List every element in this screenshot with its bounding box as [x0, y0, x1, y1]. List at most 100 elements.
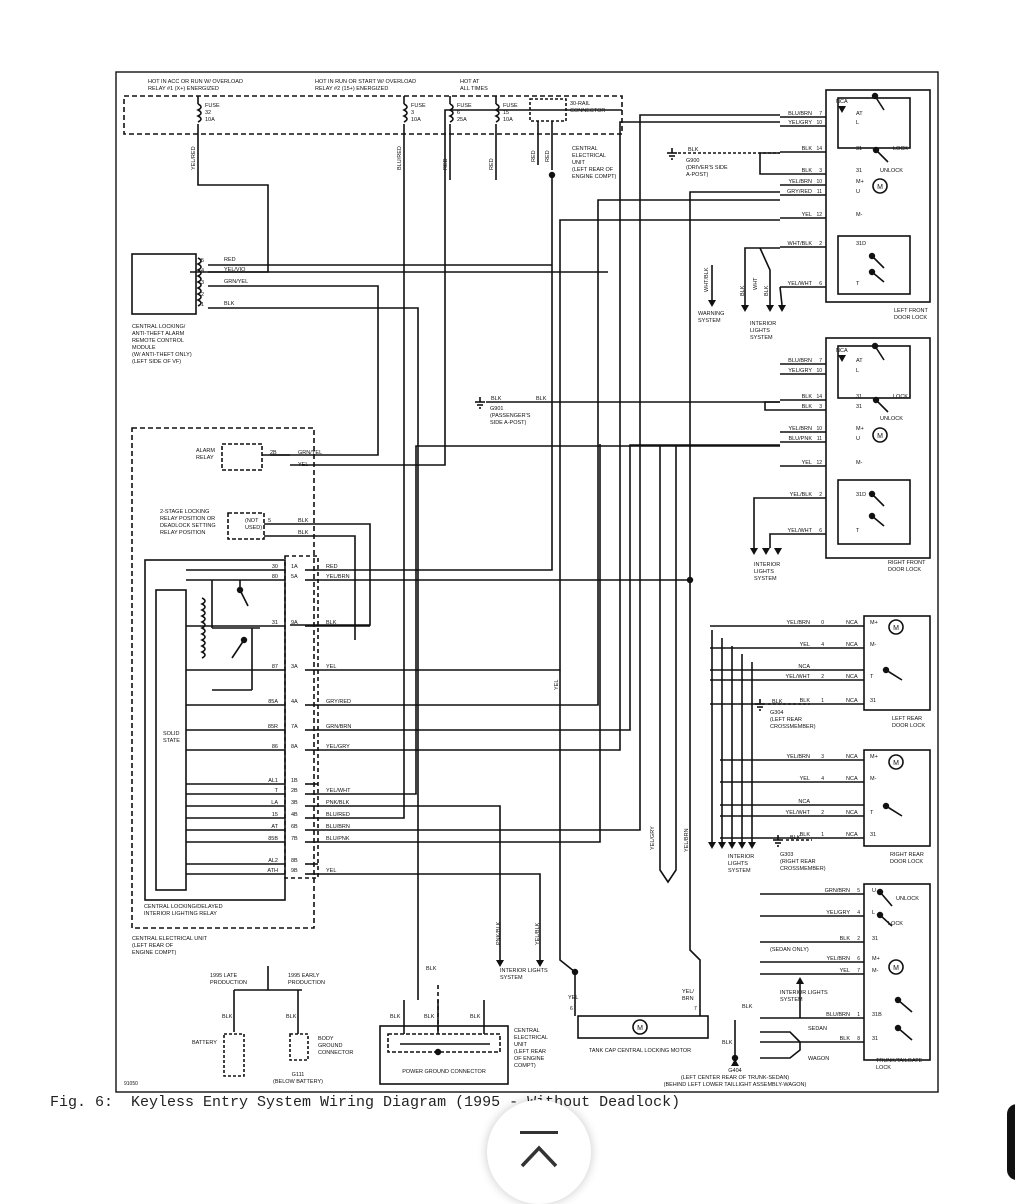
- battery-box: [223, 1033, 245, 1077]
- ceu-top-label: ENGINE COMPT): [572, 174, 616, 180]
- tk-label: TRUNK/TAILGATE: [876, 1058, 923, 1064]
- rear-interior-label: INTERIOR: [728, 854, 754, 860]
- relay-pin-8: 2B: [291, 788, 298, 794]
- ceu-top-label: CENTRAL: [572, 146, 598, 152]
- relay2-header: HOT IN RUN OR START W/ OVERLOAD: [315, 79, 416, 85]
- lf-warning-label: SYSTEM: [698, 318, 721, 324]
- right-front-switch-box: [837, 345, 911, 399]
- fuse-1-icon: [402, 103, 408, 123]
- rf-ground-wire-0: BLK: [491, 396, 502, 402]
- lf-ground-label: (DRIVER'S SIDE: [686, 165, 728, 171]
- alarm-relay-label: ALARM: [196, 448, 215, 454]
- two-stage-note: (NOT: [245, 518, 259, 524]
- two-stage-label: RELAY POSITION OR: [160, 516, 215, 522]
- rail-connector-label: 30-RAIL: [570, 101, 590, 107]
- lf-branch-0: WHT/BLK: [704, 267, 710, 292]
- rf-nca: NCA: [836, 348, 848, 354]
- lr-sw1: [885, 669, 903, 681]
- blu-brn-out: [318, 114, 780, 831]
- rf-pin-8: 6: [819, 528, 822, 534]
- ceu-label: (LEFT REAR OF: [132, 943, 174, 949]
- rr-ground-label: G303: [780, 852, 793, 858]
- tk-wire-2: BLK: [840, 936, 851, 942]
- relay-pin-14: 9B: [291, 868, 298, 874]
- lf-term-5: U: [856, 189, 860, 195]
- fuse-label-2: FUSE: [457, 103, 472, 109]
- lr-pin-1: 4: [821, 642, 824, 648]
- body-ground-label: GROUND: [318, 1043, 342, 1049]
- tk-pin-3: 6: [857, 956, 860, 962]
- rf-term-3: 31: [856, 404, 862, 410]
- relay-term-12: 85B: [268, 836, 278, 842]
- body-ground-note: 1995 EARLY: [288, 973, 320, 979]
- lf-wire-1: YEL/GRY: [788, 120, 812, 126]
- rr-ground-label: (RIGHT REAR: [780, 859, 816, 865]
- alarm-relay-box: [221, 443, 263, 471]
- two-stage-blk-wire: [264, 523, 371, 626]
- lf-pin-8: 6: [819, 281, 822, 287]
- rf-ground-label: (PASSENGER'S: [490, 413, 531, 419]
- int-mid-label: INTERIOR LIGHTS: [500, 968, 548, 974]
- fuse-label-3: 10A: [503, 117, 513, 123]
- tk-term-4: M-: [872, 968, 879, 974]
- relay-pin-5: 7A: [291, 724, 298, 730]
- relay-term-8: T: [275, 788, 279, 794]
- rf-wire-6: YEL: [802, 460, 812, 466]
- lr-term-4: 31: [870, 698, 876, 704]
- lf-whtblk: [744, 247, 780, 305]
- lf-ground-label: A-POST): [686, 172, 708, 178]
- lf-branch-1: BLK: [740, 285, 746, 296]
- ceu-bottom-label: ELECTRICAL: [514, 1035, 548, 1041]
- lf-pin-3: 3: [819, 168, 822, 174]
- lf-lock: LOCK: [893, 146, 908, 152]
- lr-nca-3: NCA: [846, 674, 858, 680]
- tk-lock: LOCK: [888, 921, 903, 927]
- diagram-id: 91050: [124, 1081, 138, 1087]
- yel-gry-out: [318, 121, 780, 751]
- rf-interior-label: SYSTEM: [754, 576, 777, 582]
- battery-note: 1995 LATE: [210, 973, 237, 979]
- lf-branch-3: BLK: [764, 285, 770, 296]
- tk-wire-1: YEL/GRY: [826, 910, 850, 916]
- right-front-switch-box2: [837, 479, 911, 545]
- lf-motor-icon-m: M: [877, 184, 883, 191]
- scroll-to-top-button[interactable]: [487, 1100, 591, 1204]
- relay-label: INTERIOR LIGHTING RELAY: [144, 911, 217, 917]
- tk-wire-6: BLK: [840, 1036, 851, 1042]
- rf-lock: LOCK: [893, 394, 908, 400]
- ceu-top-label: (LEFT REAR OF: [572, 167, 614, 173]
- relay-pin-2: 9A: [291, 620, 298, 626]
- fuse-label-1: FUSE: [411, 103, 426, 109]
- relay-term-2: 31: [272, 620, 278, 626]
- rf-wire-5: BLU/PNK: [788, 436, 812, 442]
- battery-wire-label: BLK: [222, 1014, 233, 1020]
- rf-ground-wire-1: BLK: [536, 396, 547, 402]
- alarm-module-pins-icon: [196, 257, 202, 307]
- rr-wire-4: BLK: [800, 832, 811, 838]
- rf-sw1: [874, 345, 885, 361]
- tank-motor-icon: [632, 1019, 648, 1035]
- rf-sw4: [871, 515, 885, 527]
- rf-sw2: [875, 399, 889, 413]
- pg-wire-label-0: BLK: [426, 966, 437, 972]
- two-stage-label: RELAY POSITION: [160, 530, 205, 536]
- ceu-bottom-label: (LEFT REAR: [514, 1049, 546, 1055]
- fuse-3-icon: [494, 103, 500, 123]
- tk-term-3: M+: [872, 956, 880, 962]
- tk-interior-label: SYSTEM: [780, 997, 803, 1003]
- tank-yelbrn-wire: [689, 580, 701, 1016]
- side-handle[interactable]: [1007, 1104, 1015, 1180]
- chevron-up-icon: [520, 1145, 558, 1168]
- alarm-module-label: (LEFT SIDE OF VF): [132, 359, 181, 365]
- tk-wire-3: YEL/BRN: [826, 956, 850, 962]
- rail-wire-label: RED: [531, 150, 537, 162]
- fuse-wire-label-0: YEL/RED: [191, 146, 197, 170]
- lf-term-8: T: [856, 281, 860, 287]
- lf-wire-7: WHT/BLK: [788, 241, 813, 247]
- lr-nca-4: NCA: [846, 698, 858, 704]
- lr-term-0: M+: [870, 620, 878, 626]
- lf-wire-2: BLK: [802, 146, 813, 152]
- fuse-wire-label-3: RED: [489, 158, 495, 170]
- rr-pin-4: 1: [821, 832, 824, 838]
